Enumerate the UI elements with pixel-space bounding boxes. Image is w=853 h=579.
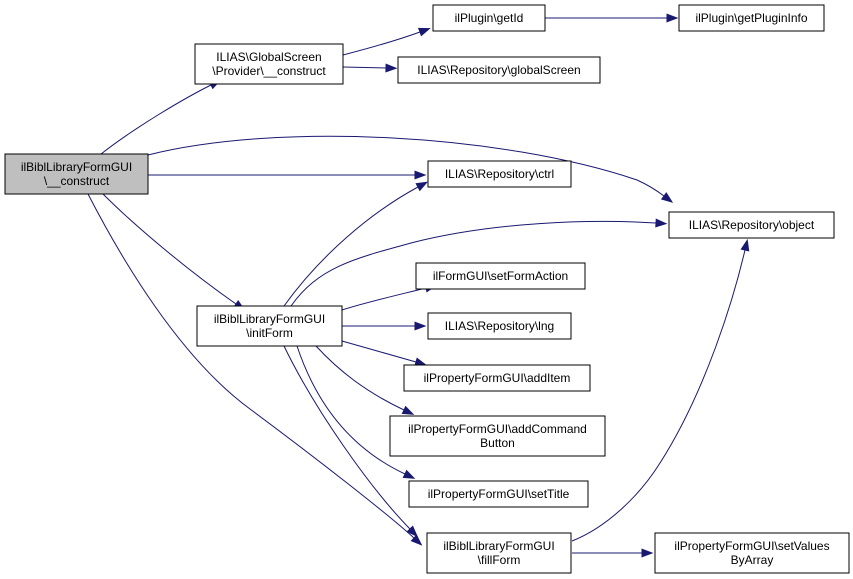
edge-line <box>296 345 406 475</box>
edge-line <box>283 345 411 530</box>
edge-arrowhead <box>406 525 418 538</box>
edge-line <box>100 84 212 155</box>
edge-arrowhead <box>402 469 416 479</box>
node-label: ILIAS\Repository\globalScreen <box>417 63 580 77</box>
node-label: Button <box>480 436 515 450</box>
node-label: \fillForm <box>478 553 521 567</box>
node-box <box>397 56 601 84</box>
edge-arrowhead <box>740 238 750 252</box>
edge-arrowhead <box>414 321 427 331</box>
node-label: \__construct <box>44 174 110 188</box>
edge-line <box>87 193 415 539</box>
node-label: ilPropertyFormGUI\setValues <box>674 539 829 553</box>
edge-line <box>342 31 421 56</box>
node-globalScreen[interactable]: ILIAS\Repository\globalScreen <box>397 56 601 84</box>
node-label: \Provider\__construct <box>212 64 326 78</box>
node-label: ilBiblLibraryFormGUI <box>21 160 132 174</box>
edge-arrowhead <box>415 181 429 192</box>
node-object[interactable]: ILIAS\Repository\object <box>668 211 835 239</box>
edge-initForm-to-ctrl <box>283 181 429 307</box>
node-box <box>678 4 825 32</box>
node-setTitle[interactable]: ilPropertyFormGUI\setTitle <box>408 480 589 508</box>
node-label: ByArray <box>731 553 774 567</box>
node-fillForm[interactable]: ilBiblLibraryFormGUI\fillForm <box>426 532 572 574</box>
node-label: ilBiblLibraryFormGUI <box>214 312 325 326</box>
node-box <box>668 211 835 239</box>
edge-getId-to-getPluginInfo <box>545 13 679 23</box>
node-label: ilPlugin\getPluginInfo <box>695 11 807 25</box>
node-gs_construct[interactable]: ILIAS\GlobalScreen\Provider\__construct <box>194 43 344 85</box>
node-box <box>389 415 606 457</box>
edge-fillForm-to-setValuesByArray <box>572 548 654 558</box>
node-label: ilPlugin\getId <box>455 11 524 25</box>
node-initForm[interactable]: ilBiblLibraryFormGUI\initForm <box>196 305 343 347</box>
node-label: ilFormGUI\setFormAction <box>433 269 568 283</box>
node-box <box>4 153 149 195</box>
edge-line <box>315 345 405 411</box>
node-label: ilPropertyFormGUI\setTitle <box>428 487 570 501</box>
node-addItem[interactable]: ilPropertyFormGUI\addItem <box>403 364 591 392</box>
edge-line <box>290 220 657 307</box>
node-box <box>194 43 344 85</box>
edge-line <box>571 249 746 542</box>
edge-line <box>102 193 237 305</box>
node-label: \initForm <box>246 326 293 340</box>
edge-construct-to-ctrl <box>148 170 427 180</box>
node-box <box>654 532 850 574</box>
node-box <box>432 4 546 32</box>
node-label: ILIAS\GlobalScreen <box>216 50 321 64</box>
edge-line <box>147 135 665 197</box>
node-label: ilPropertyFormGUI\addCommand <box>408 422 587 436</box>
edge-construct-to-object <box>147 135 674 203</box>
edge-line <box>341 287 427 311</box>
edge-construct-to-initForm <box>102 193 246 311</box>
node-setFormAction[interactable]: ilFormGUI\setFormAction <box>415 262 586 290</box>
node-construct: ilBiblLibraryFormGUI\__construct <box>4 153 149 195</box>
edge-arrowhead <box>401 405 415 415</box>
edge-arrowhead <box>655 218 668 228</box>
edge-arrowhead <box>666 13 679 23</box>
edge-arrowhead <box>660 192 674 203</box>
edge-arrowhead <box>414 170 427 180</box>
edge-initForm-to-lng <box>342 321 427 331</box>
node-label: ILIAS\Repository\lng <box>445 319 554 333</box>
node-label: ILIAS\Repository\ctrl <box>445 167 554 181</box>
edge-construct-to-fillForm <box>87 193 423 546</box>
node-box <box>426 532 572 574</box>
node-lng[interactable]: ILIAS\Repository\lng <box>427 312 572 340</box>
edge-construct-to-gs_construct <box>100 79 222 155</box>
node-ctrl[interactable]: ILIAS\Repository\ctrl <box>427 160 572 188</box>
node-getPluginInfo[interactable]: ilPlugin\getPluginInfo <box>678 4 825 32</box>
nodes-layer: ilBiblLibraryFormGUI\__constructILIAS\Gl… <box>4 4 850 574</box>
node-getId[interactable]: ilPlugin\getId <box>432 4 546 32</box>
edge-line <box>283 186 419 307</box>
edge-gs_construct-to-getId <box>342 27 431 56</box>
edge-gs_construct-to-globalScreen <box>342 63 398 73</box>
edge-arrowhead <box>410 534 423 546</box>
edge-initForm-to-object <box>290 218 668 307</box>
node-label: ilBiblLibraryFormGUI <box>443 539 554 553</box>
node-box <box>427 160 572 188</box>
edge-arrowhead <box>641 548 654 558</box>
edge-initForm-to-setTitle <box>296 345 416 479</box>
edge-line <box>342 66 387 69</box>
edge-initForm-to-fillForm <box>283 345 418 538</box>
edge-line <box>341 340 417 363</box>
node-box <box>403 364 591 392</box>
node-box <box>408 480 589 508</box>
node-label: ILIAS\Repository\object <box>689 218 815 232</box>
node-box <box>415 262 586 290</box>
edge-arrowhead <box>385 63 398 73</box>
node-box <box>427 312 572 340</box>
node-box <box>196 305 343 347</box>
edge-initForm-to-addCommandButton <box>315 345 415 415</box>
edge-initForm-to-addItem <box>341 340 427 367</box>
node-label: ilPropertyFormGUI\addItem <box>424 371 571 385</box>
edge-arrowhead <box>417 27 431 37</box>
edge-fillForm-to-object <box>571 238 750 542</box>
